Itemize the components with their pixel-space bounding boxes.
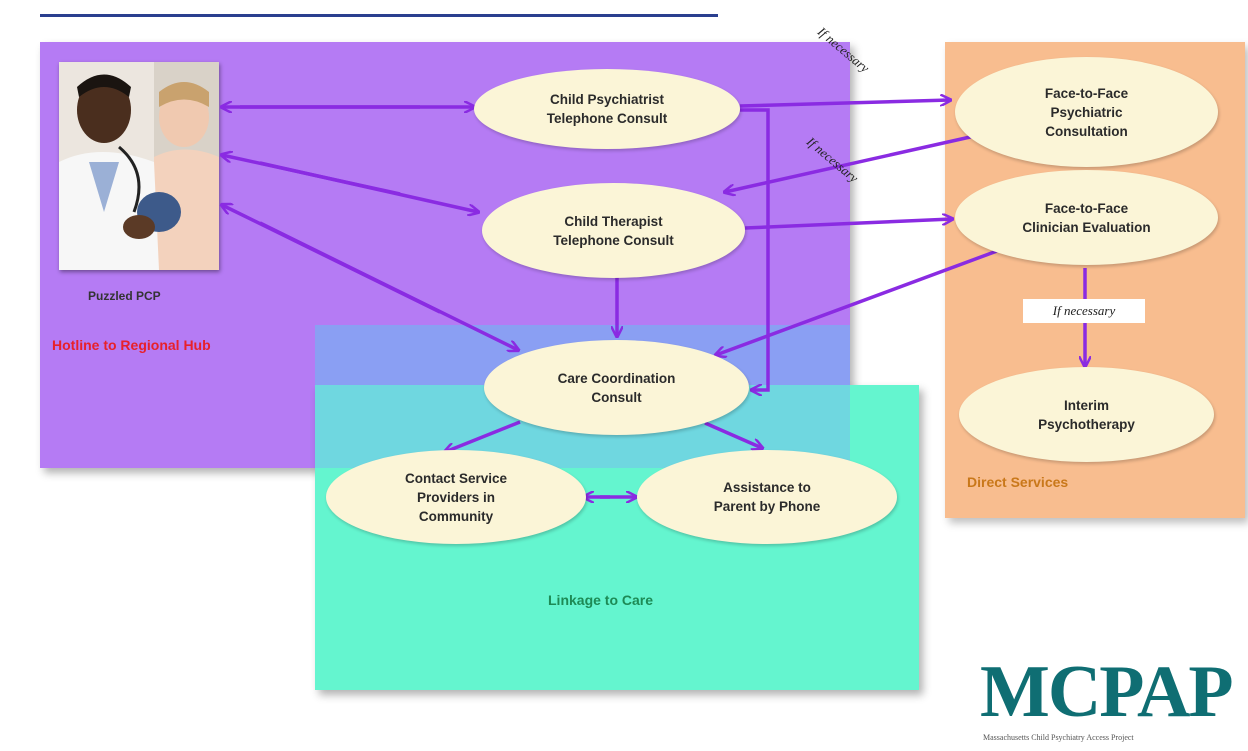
arrow-care-pcp: [222, 205, 441, 314]
linkage-region-label: Linkage to Care: [548, 592, 654, 608]
arrow-psychiatrist-f2f: [739, 100, 950, 108]
node-psychiatrist-consult: Child Psychiatrist Telephone Consult: [474, 69, 740, 149]
node-f2f-clinician: Face-to-Face Clinician Evaluation: [955, 170, 1218, 265]
hotline-region-label: Hotline to Regional Hub: [52, 337, 211, 353]
arrow-psychiatrist-care: [740, 108, 770, 390]
arrow-therapist-pcp: [222, 155, 401, 196]
node-assist-parent: Assistance to Parent by Phone: [637, 450, 897, 544]
pcp-photo: [59, 62, 219, 270]
if-necessary-label-3: If necessary: [1023, 299, 1145, 323]
photo-caption: Puzzled PCP: [88, 289, 161, 303]
node-care-coordination: Care Coordination Consult: [484, 340, 749, 435]
arrow-care-contact: [445, 420, 521, 452]
node-contact-providers: Contact Service Providers in Community: [326, 450, 586, 544]
node-therapist-consult: Child Therapist Telephone Consult: [482, 183, 745, 278]
node-f2f-psychiatric: Face-to-Face Psychiatric Consultation: [955, 57, 1218, 167]
mcpap-logo: MCPAP Massachusetts Child Psychiatry Acc…: [980, 651, 1234, 745]
arrow-care-assist: [704, 421, 762, 448]
arrow-therapist-f2f: [744, 219, 952, 230]
logo-text: MCPAP: [980, 651, 1234, 733]
arrow-f2f-therapist: [725, 129, 998, 192]
logo-subtitle: Massachusetts Child Psychiatry Access Pr…: [983, 733, 1134, 742]
direct-region-label: Direct Services: [967, 474, 1069, 490]
top-rule: [40, 14, 718, 17]
node-interim-psychotherapy: Interim Psychotherapy: [959, 367, 1214, 462]
arrow-f2f-care: [716, 249, 998, 355]
